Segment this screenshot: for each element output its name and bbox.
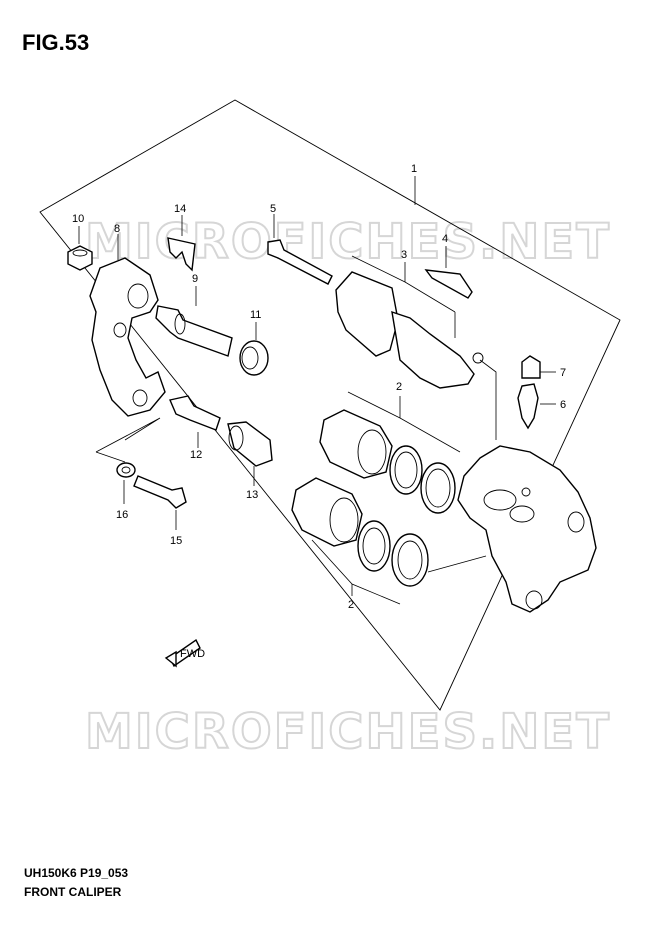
fwd-arrow-icon: FWD [164,638,205,668]
part-13-sleeve-boot [227,421,273,467]
part-2-piston-upper [319,409,393,479]
part-8-bracket [89,257,166,417]
leader-15-16-group [95,417,161,453]
fwd-label: FWD [180,648,205,660]
part-2-seal-upper-2 [420,462,456,514]
leader-3-to-caliper [479,359,497,440]
part-2-seal-lower-1 [357,520,391,572]
callout-16: 16 [116,509,128,521]
callout-3: 3 [401,249,407,261]
caliper-body [457,445,597,613]
diagram-code: UH150K6 P19_053 [24,866,129,880]
leader-2-lower-to-caliper [427,555,487,573]
watermark-bottom: MICROFICHES.NET [85,704,611,760]
callout-2-lower: 2 [348,599,354,611]
callout-4: 4 [442,233,448,245]
diagram-name: FRONT CALIPER [24,885,122,899]
part-14-spring-clip [167,237,196,272]
watermark-top: MICROFICHES.NET [85,214,611,270]
part-5-bolt [267,239,333,285]
part-12-pin [169,395,221,431]
part-15-bolt [133,475,187,509]
part-11-boot [239,340,269,376]
assembly-boundary [39,99,621,711]
part-9-pin-bolt [155,305,233,357]
part-2-seal-lower-2 [391,533,429,587]
callout-6: 6 [560,399,566,411]
callout-8: 8 [114,223,120,235]
callout-5: 5 [270,203,276,215]
part-16-washer [116,462,136,478]
part-6-bleeder-valve [517,383,539,430]
callout-10: 10 [72,213,84,225]
callout-2-upper: 2 [396,381,402,393]
part-2-seal-upper-1 [389,445,423,495]
callout-13: 13 [246,489,258,501]
leader-16-group [95,451,126,463]
part-7-bleeder-cap [521,355,541,379]
callout-12: 12 [190,449,202,461]
figure-title: FIG.53 [22,30,90,55]
callout-15: 15 [170,535,182,547]
part-4-shim [424,269,473,299]
part-10-nut [67,245,93,271]
callout-1: 1 [411,163,417,175]
part-3-brake-pads [335,271,484,389]
callout-9: 9 [192,273,198,285]
callout-11: 11 [250,309,261,321]
callout-7: 7 [560,367,566,379]
part-2-piston-lower [291,477,363,547]
callout-14: 14 [174,203,186,215]
